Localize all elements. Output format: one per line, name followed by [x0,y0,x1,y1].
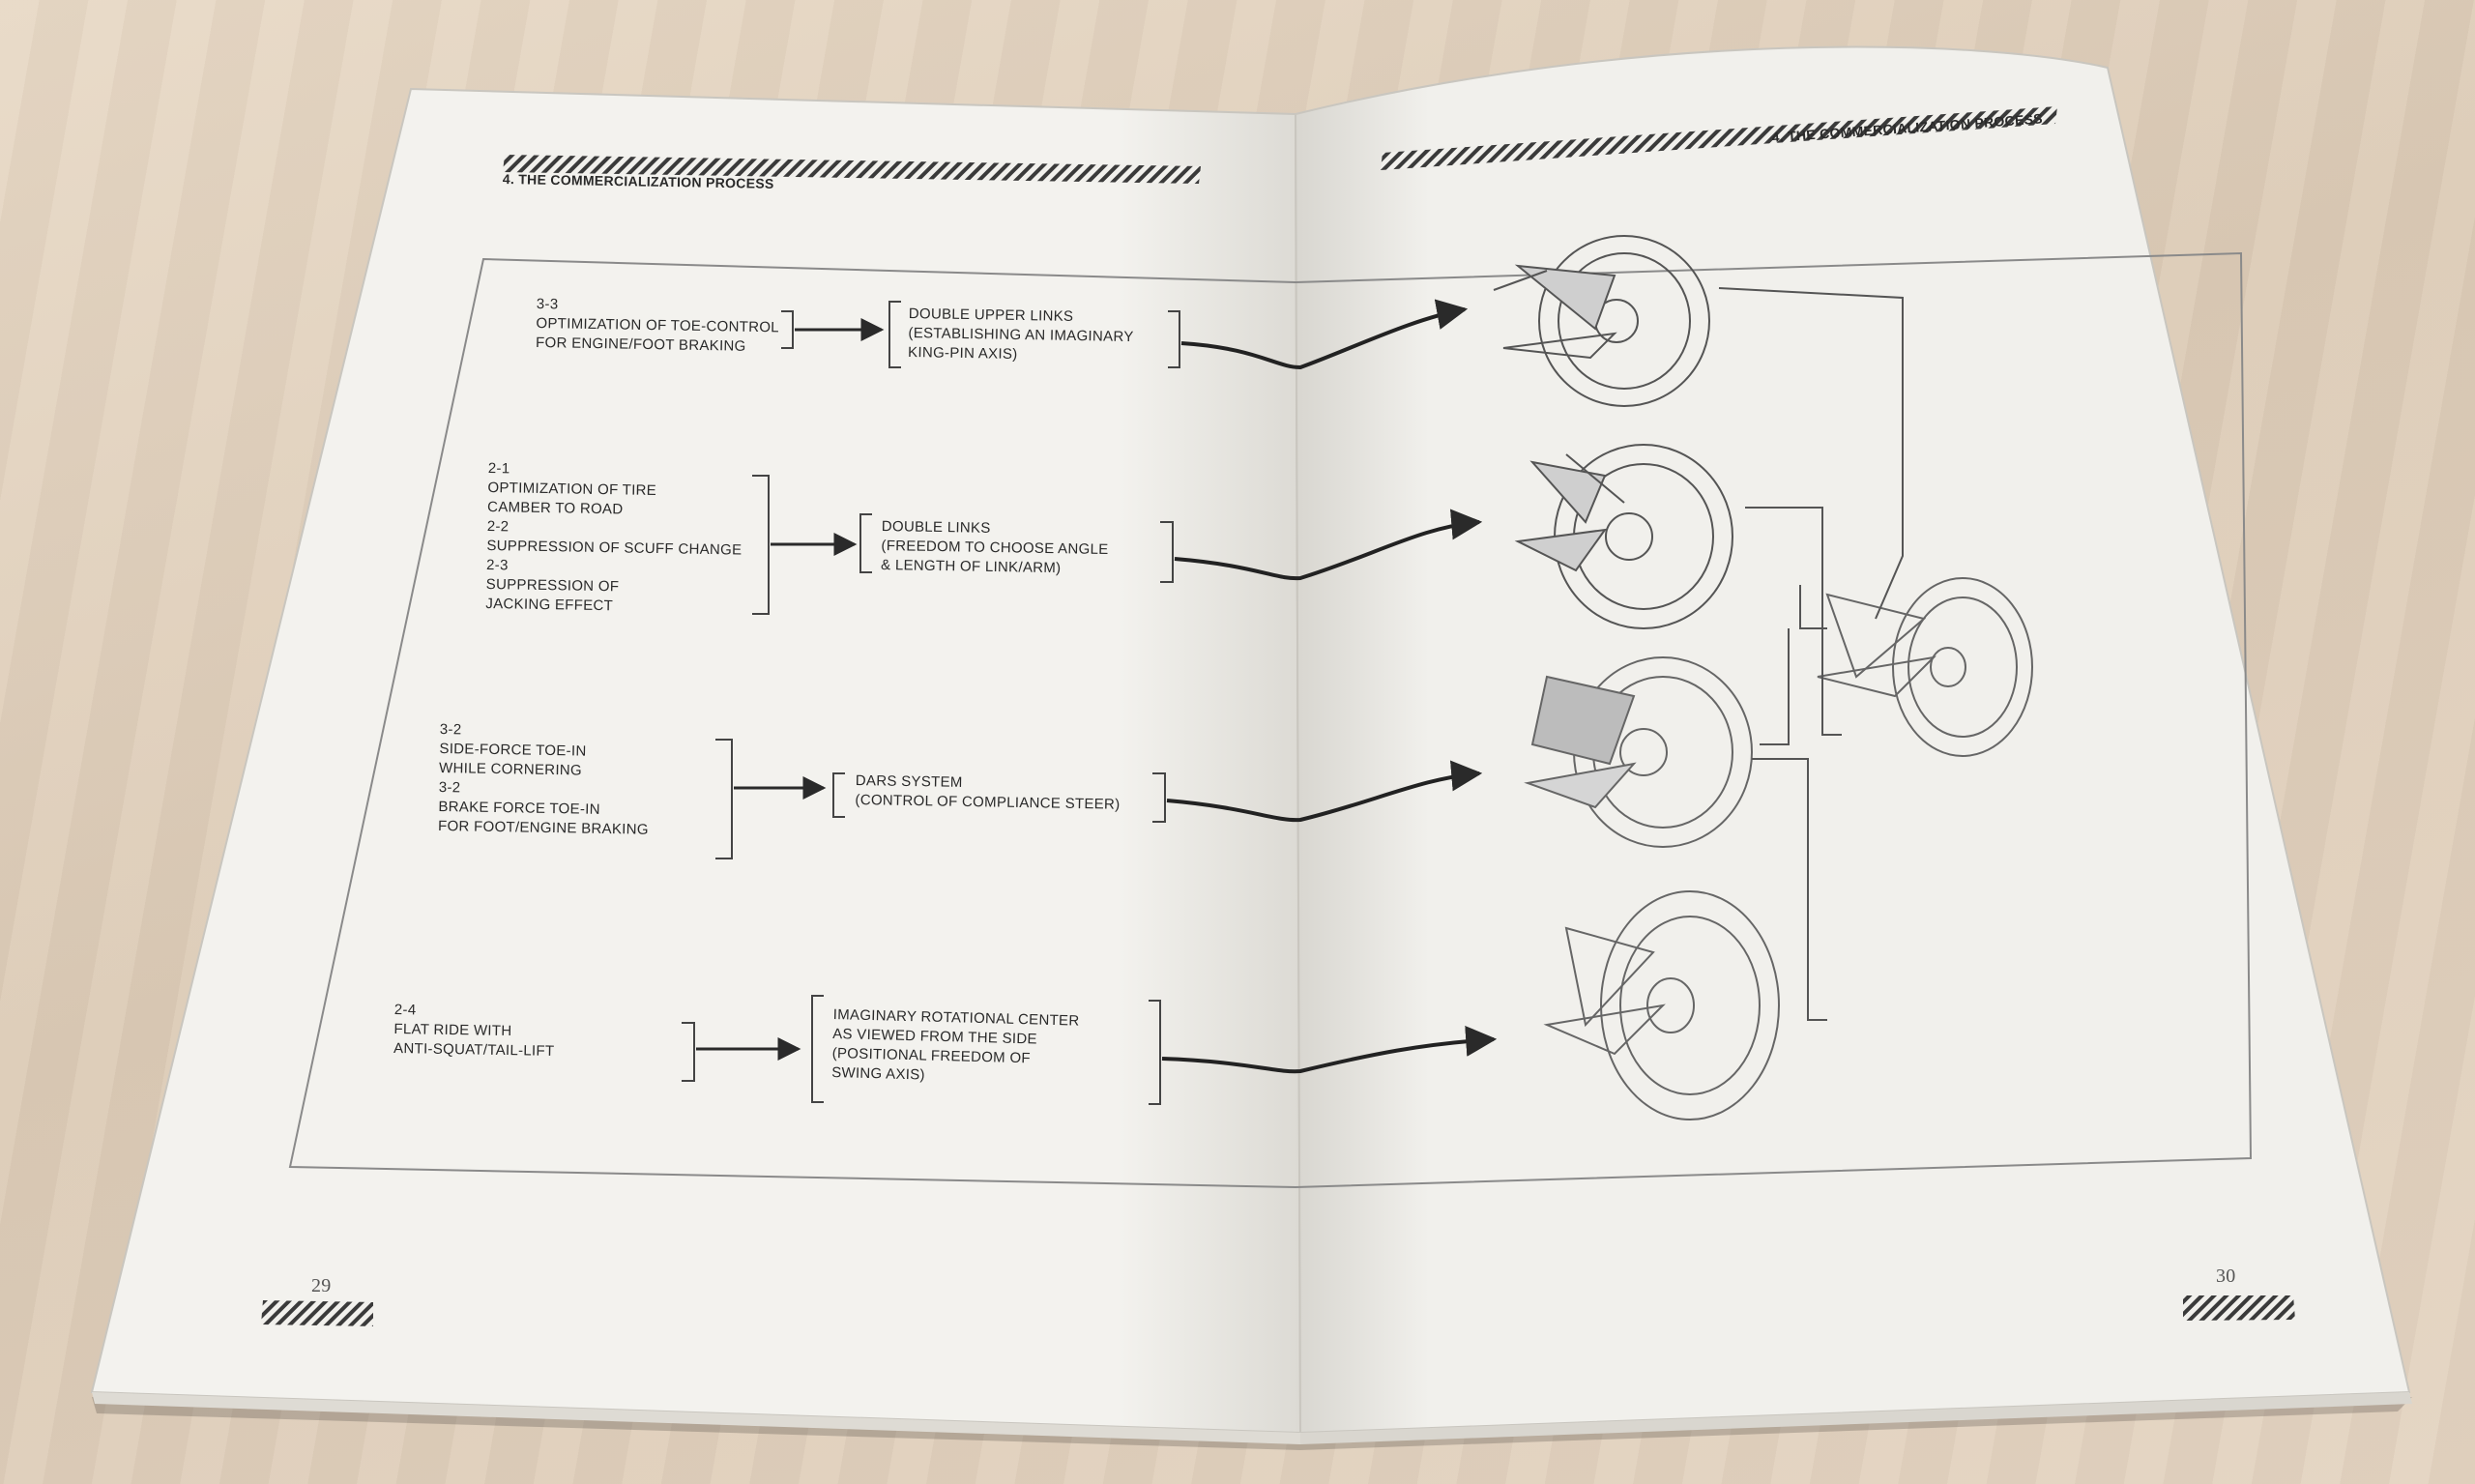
solution-double-upper-links: DOUBLE UPPER LINKS (ESTABLISHING AN IMAG… [908,305,1134,366]
right-pagenum-bar [2183,1295,2295,1321]
wheel-double-links [1514,444,1733,629]
requirement-toe-in: 3-2 SIDE-FORCE TOE-IN WHILE CORNERING 3-… [438,720,651,840]
requirement-camber-scuff-jacking: 2-1 OPTIMIZATION OF TIRE CAMBER TO ROAD … [485,459,743,619]
left-pagenum-bar [261,1300,373,1326]
req-line: ANTI-SQUAT/TAIL-LIFT [393,1039,555,1060]
wheel-double-upper-links [1493,235,1710,407]
wheel-combined-system [1817,577,2033,757]
solution-dars-system: DARS SYSTEM (CONTROL OF COMPLIANCE STEER… [855,771,1121,815]
right-page-number: 30 [2216,1266,2236,1287]
right-page [1294,45,2411,1435]
wheel-imaginary-center [1543,890,1780,1120]
solution-line: KING-PIN AXIS) [907,343,1018,363]
req-line: FOR FOOT/ENGINE BRAKING [437,817,649,838]
requirement-flat-ride: 2-4 FLAT RIDE WITH ANTI-SQUAT/TAIL-LIFT [393,1001,555,1062]
req-line: WHILE CORNERING [438,759,583,779]
left-page [90,87,1302,1435]
right-header-bar [1381,106,2057,170]
solution-line: & LENGTH OF LINK/ARM) [880,556,1062,577]
solution-imaginary-rotational-center: IMAGINARY ROTATIONAL CENTER AS VIEWED FR… [831,1005,1080,1090]
left-header-bar [503,155,1201,184]
wheel-dars-system [1524,656,1753,848]
requirement-toe-control: 3-3 OPTIMIZATION OF TOE-CONTROL FOR ENGI… [536,295,779,357]
left-page-number: 29 [311,1275,332,1296]
diagram-frame [288,251,2253,1189]
solution-double-links: DOUBLE LINKS (FREEDOM TO CHOOSE ANGLE & … [881,517,1109,579]
